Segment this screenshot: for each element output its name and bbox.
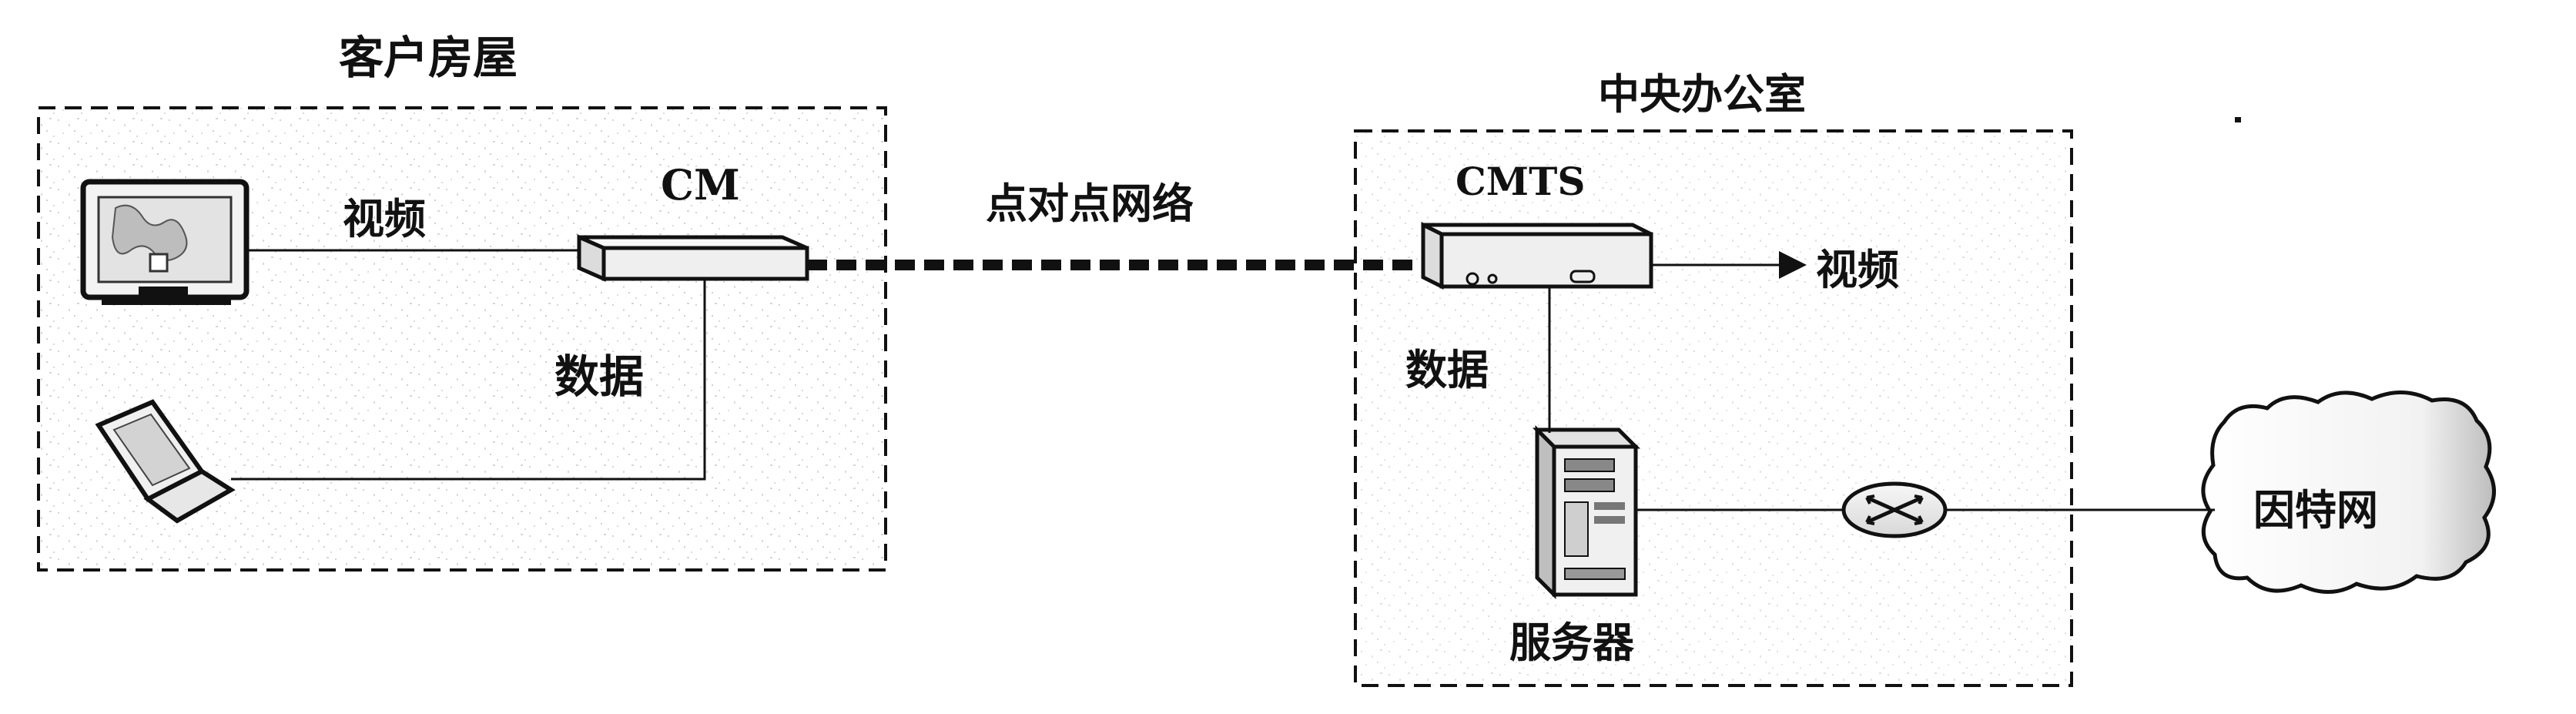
- central-office-boundary: [1354, 129, 2073, 687]
- cable-modem-label: CM: [661, 160, 740, 210]
- video-output-label: 视频: [1816, 245, 1899, 294]
- central-office-noise: [1355, 131, 2072, 686]
- router-icon: [1841, 481, 1948, 538]
- server-icon: [1532, 424, 1641, 600]
- customer-premises-title: 客户房屋: [339, 32, 518, 84]
- cable-modem-device: [577, 234, 809, 282]
- laptop-icon: [95, 399, 236, 524]
- cmts-device: [1421, 221, 1653, 290]
- cmts-label: CMTS: [1455, 159, 1586, 204]
- laptop-data-label: 数据: [554, 350, 645, 403]
- server-label: 服务器: [1509, 618, 1634, 667]
- internet-label: 因特网: [2253, 485, 2378, 535]
- cmts-data-label: 数据: [1405, 345, 1489, 394]
- laptop-data-link: [231, 279, 706, 481]
- tv-icon: [80, 179, 250, 305]
- tv-video-label: 视频: [343, 194, 426, 243]
- point-to-point-network-label: 点对点网络: [986, 179, 1194, 228]
- scan-dot: [2235, 117, 2241, 122]
- central-office-title: 中央办公室: [1598, 69, 1806, 119]
- customer-premises-boundary: [37, 106, 887, 572]
- internet-cloud: [2201, 391, 2496, 594]
